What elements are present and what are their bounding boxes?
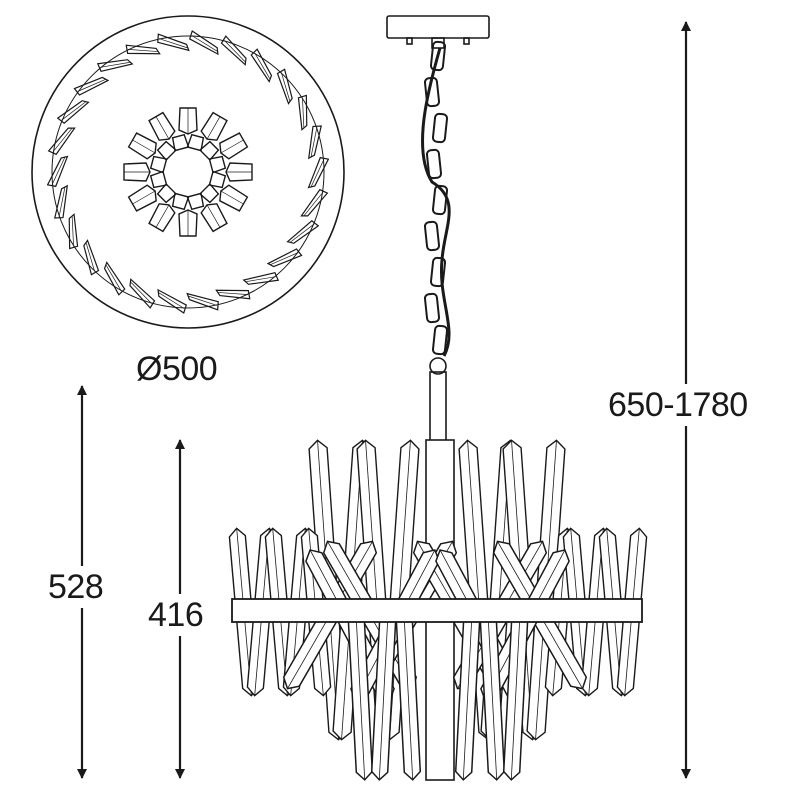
diameter-label: Ø500 [136,350,218,388]
top-view-inner-ring [51,35,325,309]
outer-crystal-ring [46,30,330,314]
outer-crystal [46,155,69,188]
outer-crystal [307,125,322,160]
rod-ring [429,357,447,375]
outer-crystal [68,213,79,250]
inner-crystal [219,184,249,212]
suspension-rod [429,371,447,443]
crystal-height-label: 416 [148,594,204,636]
inner-crystal-small [171,133,190,152]
outer-crystal [307,156,330,189]
metal-band [231,598,643,623]
inner-crystal-ring [123,107,253,237]
outer-crystal [103,261,126,296]
chain-link [423,292,441,324]
chain-link [429,256,447,288]
inner-crystal [127,184,157,212]
inner-crystal [123,162,151,182]
ceiling-canopy [386,15,490,39]
outer-crystal [286,219,320,244]
inner-crystal [127,132,157,160]
top-view-outer-ring [31,15,345,329]
outer-crystal [220,35,247,66]
chain-link [423,220,441,252]
outer-crystal [47,127,76,156]
chain-link [431,324,449,356]
outer-crystal [242,272,280,285]
outer-crystal [54,184,69,219]
inner-crystal-small [149,170,168,189]
outer-crystal [300,188,329,217]
outer-crystal [73,76,110,96]
outer-crystal [215,289,251,300]
inner-crystal [178,209,198,237]
inner-crystal [148,203,176,233]
inner-crystal [200,111,228,141]
outer-crystal [266,248,303,268]
inner-crystal-small [208,155,227,174]
top-view [31,15,345,329]
inner-crystal [200,203,228,233]
outer-crystal [129,278,156,309]
outer-crystal [276,68,293,105]
inner-crystal [178,107,198,135]
chain-link [425,148,443,180]
power-cable [421,47,451,357]
outer-crystal [297,94,308,131]
chain-link [429,40,447,72]
outer-crystal [186,292,219,311]
inner-crystal [148,111,176,141]
chain-link [431,184,449,216]
outer-crystal [250,48,273,83]
side-view [228,15,648,781]
canopy-screw-left [406,37,413,45]
body-height-label: 528 [48,566,104,608]
chain-link [431,112,449,144]
inner-crystal [219,132,249,160]
inner-crystal [225,162,253,182]
outer-crystal [96,59,134,72]
total-height-label: 650-1780 [608,384,748,426]
inner-crystal-small [186,192,205,211]
outer-crystal [157,288,188,314]
outer-crystal [125,44,161,55]
center-hub [168,152,208,192]
outer-crystal [157,33,190,52]
outer-crystal [83,239,100,276]
outer-crystal [188,30,219,56]
canopy-screw-right [463,37,470,45]
outer-crystal [56,100,90,125]
